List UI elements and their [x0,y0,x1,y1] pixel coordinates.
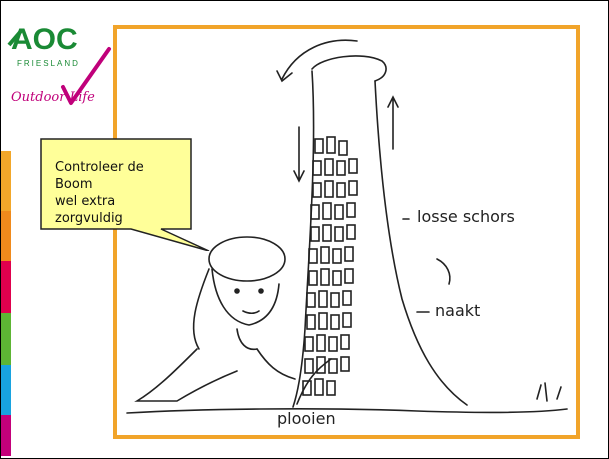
trunk-left-edge [292,70,315,408]
checkmark-icon [61,47,111,105]
callout-bubble [40,138,210,252]
logo-tagline-text: Outdoor Life [11,90,95,105]
logo-brand-text: AOC [11,23,78,56]
label-folds: plooien [277,409,336,428]
speech-callout: Controleer de Boom wel extra zorgvuldig [21,129,221,252]
callout-line: wel extra [55,194,116,209]
folds-pointer [296,358,332,405]
color-stripe [1,313,11,365]
inspector-figure [134,236,296,402]
rotation-arrow-icon [281,39,358,80]
color-stripe [1,365,11,415]
face [211,268,280,326]
color-stripe [1,211,11,261]
down-arrow-icon [293,126,305,183]
up-arrow-icon [387,95,399,150]
logo-region-text: FRIESLAND [17,59,80,68]
hair [192,268,210,350]
ground-line [126,408,568,414]
loose-bark-blocks [302,136,358,396]
callout-text: Controleer de Boom wel extra zorgvuldig [55,159,185,227]
cap [208,236,286,282]
callout-line: zorgvuldig [55,211,123,226]
illustration-frame: losse schors naakt plooien [113,25,580,439]
label-loose-bark: losse schors [417,207,515,226]
tree-inspection-illustration [126,39,568,414]
callout-line: Controleer de [55,160,144,175]
grass-tuft [536,382,562,402]
label-bare: naakt [435,301,481,320]
arrow-head [276,70,293,83]
mouth [242,310,260,315]
logo-brand-mark: AOC [7,23,78,56]
curl-arrow-icon [436,258,451,285]
color-stripe [1,415,11,456]
trunk-right-edge [374,80,468,406]
body [134,348,238,402]
color-stripes [1,151,11,456]
aoc-friesland-logo: AOC FRIESLAND Outdoor Life [5,21,117,131]
trunk-top [311,55,387,82]
color-stripe [1,151,11,211]
callout-line: Boom [55,177,93,192]
pointing-arm [256,348,296,380]
color-stripe [1,261,11,313]
hand [236,328,258,351]
